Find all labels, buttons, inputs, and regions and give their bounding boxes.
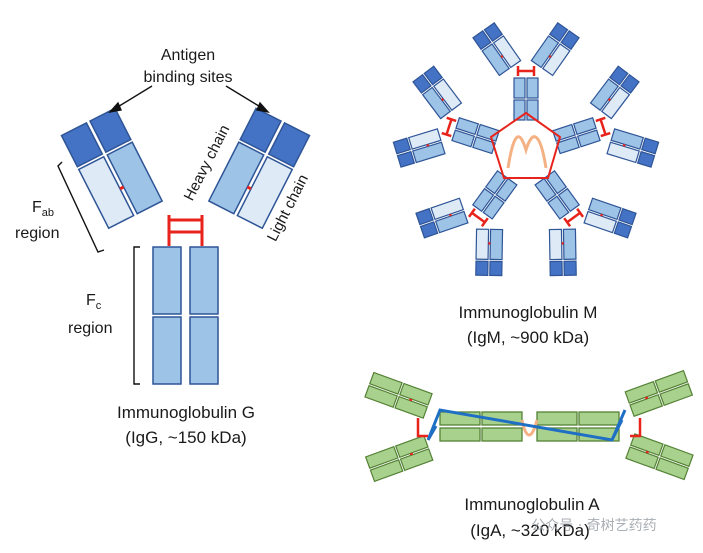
igm-fab-right — [530, 22, 580, 77]
igm-hinge-bond — [467, 208, 489, 228]
iga-detail-label: (IgA, ~320 kDa) — [470, 521, 590, 540]
igm-fab-right — [412, 65, 463, 120]
igg-fc-heavy-chains — [152, 246, 219, 385]
igg-hinge-disulfide-bonds — [167, 215, 204, 246]
igg-fab-left-arm — [60, 107, 164, 230]
igm-fab-left — [475, 228, 504, 277]
igm-fab-right — [548, 228, 577, 277]
iga-fab-upper-left — [364, 371, 433, 419]
fab-region-label: region — [15, 225, 59, 242]
igm-hinge-bond — [516, 66, 536, 76]
iga-fc-blocks — [439, 411, 620, 442]
iga-name-label: Immunoglobulin A — [464, 495, 600, 514]
igm-hinge-bond — [563, 208, 585, 228]
iga-fab-lower-right — [625, 433, 694, 481]
igm-monomer-4 — [415, 169, 518, 277]
igm-fab-left — [583, 197, 637, 239]
igm-monomer-2 — [551, 65, 660, 168]
igm-detail-label: (IgM, ~900 kDa) — [467, 328, 589, 347]
watermark-text: 公众号 · 奇树艺药药 — [531, 517, 656, 534]
iga-disulfide-bonds — [416, 418, 642, 438]
fc-region-label: region — [68, 320, 112, 337]
igm-monomer-3 — [534, 169, 637, 277]
iga-fab-arms — [364, 369, 694, 483]
antigen-label-line2: binding sites — [144, 69, 233, 86]
antigen-label-line1: Antigen — [161, 47, 215, 64]
fab-label: Fab — [32, 199, 54, 219]
igm-hinge-bond — [441, 116, 457, 138]
igg-structure: Antigen binding sites Heavy chain Light … — [15, 47, 312, 447]
igm-fab-left — [392, 128, 446, 168]
igm-monomer-5 — [392, 65, 501, 168]
fc-bracket — [133, 246, 140, 385]
igg-fab-right-arm — [207, 107, 311, 230]
igm-hinge-bond — [595, 116, 611, 138]
iga-structure: Immunoglobulin A (IgA, ~320 kDa) — [364, 369, 694, 540]
igg-detail-label: (IgG, ~150 kDa) — [125, 428, 246, 447]
fc-label: Fc — [86, 292, 102, 312]
iga-fab-lower-left — [364, 434, 434, 483]
igm-name-label: Immunoglobulin M — [459, 303, 598, 322]
igm-structure: Immunoglobulin M (IgM, ~900 kDa) — [392, 22, 660, 347]
igm-monomer-arms — [392, 22, 660, 277]
igm-fab-left — [472, 22, 522, 77]
igm-monomer-1 — [472, 22, 580, 121]
iga-secretory-component — [426, 408, 627, 442]
igm-fab-right — [415, 197, 469, 239]
igm-j-chain — [506, 135, 548, 169]
antigen-binding-arrows — [108, 85, 270, 114]
igm-fab-left — [589, 65, 640, 120]
igm-pentagon-core — [489, 111, 562, 179]
fab-bracket — [57, 161, 105, 253]
iga-fab-upper-right — [624, 369, 694, 418]
igm-fab-right — [606, 128, 660, 168]
igg-name-label: Immunoglobulin G — [117, 403, 255, 422]
